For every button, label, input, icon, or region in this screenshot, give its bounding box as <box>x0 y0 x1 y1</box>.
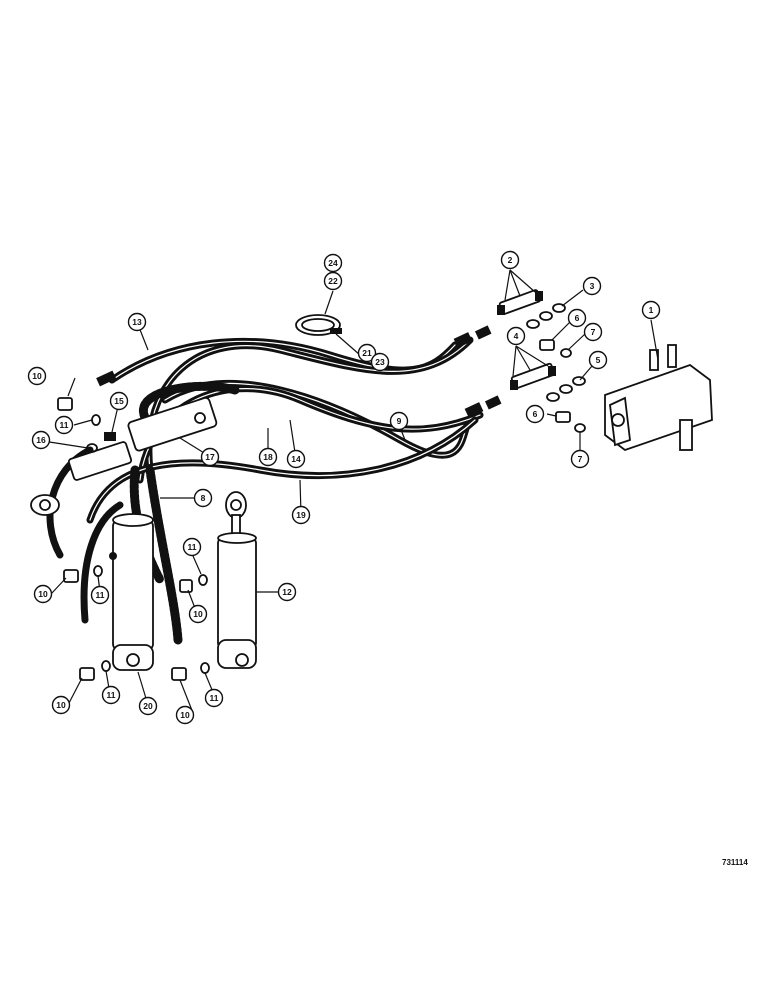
tee-fitting-4 <box>510 362 556 390</box>
svg-text:7: 7 <box>591 327 596 337</box>
callout-11-b: 11 <box>90 585 110 605</box>
callout-12: 12 <box>277 582 297 602</box>
svg-text:10: 10 <box>38 589 48 599</box>
svg-text:11: 11 <box>210 693 219 703</box>
svg-text:13: 13 <box>132 317 142 327</box>
svg-text:6: 6 <box>533 409 538 419</box>
svg-text:6: 6 <box>575 313 580 323</box>
callout-10-a: 10 <box>27 366 47 386</box>
svg-text:2: 2 <box>508 255 513 265</box>
svg-text:7: 7 <box>578 454 583 464</box>
svg-text:5: 5 <box>596 355 601 365</box>
svg-text:8: 8 <box>201 493 206 503</box>
callout-13: 13 <box>127 312 147 332</box>
svg-text:10: 10 <box>193 609 203 619</box>
hose-end-fittings <box>96 325 502 418</box>
callout-11-c: 11 <box>101 685 121 705</box>
callout-24: 24 <box>323 253 343 273</box>
cylinder-12 <box>217 491 257 669</box>
plug-6-lower <box>555 411 586 433</box>
svg-text:3: 3 <box>590 281 595 291</box>
callout-6-lower: 6 <box>525 404 545 424</box>
cylinder-17 <box>30 396 218 516</box>
callout-20: 20 <box>138 696 158 716</box>
callout-5: 5 <box>588 350 608 370</box>
svg-text:23: 23 <box>375 357 385 367</box>
o-rings-5 <box>546 376 586 402</box>
hose-clamp <box>295 314 342 336</box>
svg-text:10: 10 <box>56 700 66 710</box>
callout-22: 22 <box>323 271 343 291</box>
callout-7-lower: 7 <box>570 449 590 469</box>
svg-text:22: 22 <box>328 276 338 286</box>
callout-11-e: 11 <box>204 688 224 708</box>
svg-text:11: 11 <box>107 690 116 700</box>
callout-7: 7 <box>583 322 603 342</box>
svg-text:10: 10 <box>32 371 42 381</box>
svg-text:20: 20 <box>143 701 153 711</box>
callout-1: 1 <box>641 300 661 320</box>
callout-18: 18 <box>258 447 278 467</box>
svg-text:19: 19 <box>296 510 306 520</box>
control-valve-1 <box>604 344 713 452</box>
svg-text:1: 1 <box>649 305 654 315</box>
svg-text:9: 9 <box>397 416 402 426</box>
callout-8: 8 <box>193 488 213 508</box>
svg-text:11: 11 <box>96 590 105 600</box>
tee-fitting-2 <box>497 289 543 315</box>
callout-14: 14 <box>286 449 306 469</box>
callout-6: 6 <box>567 308 587 328</box>
figure-number: 731114 <box>722 858 748 867</box>
svg-text:11: 11 <box>60 420 69 430</box>
svg-text:18: 18 <box>263 452 273 462</box>
svg-text:12: 12 <box>282 587 292 597</box>
hose-upper-loop <box>145 336 474 474</box>
callout-17: 17 <box>200 447 220 467</box>
callout-11-d: 11 <box>182 537 202 557</box>
svg-text:11: 11 <box>188 542 197 552</box>
svg-text:24: 24 <box>328 258 338 268</box>
callout-10-e: 10 <box>188 604 208 624</box>
callout-21: 21 <box>357 343 377 363</box>
svg-text:15: 15 <box>114 396 124 406</box>
callout-4: 4 <box>506 326 526 346</box>
callout-16: 16 <box>31 430 51 450</box>
svg-text:10: 10 <box>180 710 190 720</box>
callout-15: 15 <box>109 391 129 411</box>
callout-9: 9 <box>389 411 409 431</box>
elbow-fittings-10 <box>57 397 193 681</box>
callout-23: 23 <box>370 352 390 372</box>
callout-3: 3 <box>582 276 602 296</box>
callout-10-d: 10 <box>175 705 195 725</box>
svg-text:21: 21 <box>362 348 372 358</box>
hose-19 <box>86 416 479 524</box>
callout-11-a: 11 <box>54 415 74 435</box>
o-rings-3 <box>526 303 566 329</box>
callout-10-b: 10 <box>33 584 53 604</box>
svg-text:16: 16 <box>36 435 46 445</box>
svg-text:17: 17 <box>205 452 215 462</box>
callout-2: 2 <box>500 250 520 270</box>
svg-text:14: 14 <box>291 454 301 464</box>
callout-19: 19 <box>291 505 311 525</box>
cylinder-20 <box>109 513 154 671</box>
svg-text:4: 4 <box>514 331 519 341</box>
plug-6-upper <box>539 339 572 358</box>
callout-10-c: 10 <box>51 695 71 715</box>
